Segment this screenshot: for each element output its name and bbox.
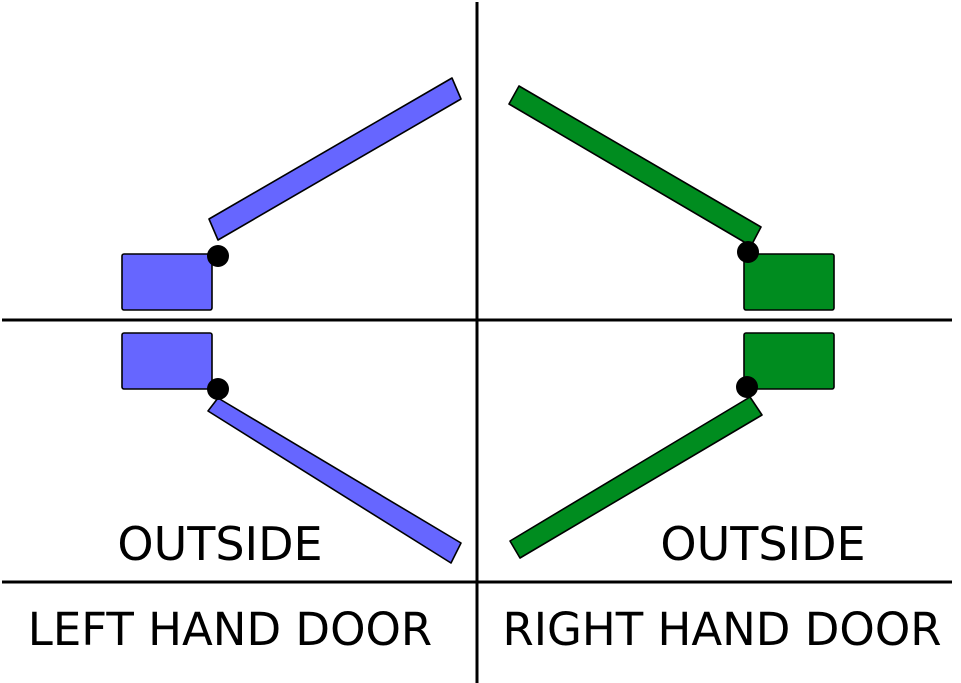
left-upper-door-leaf — [208, 77, 462, 241]
right-outside-label: OUTSIDE — [660, 517, 865, 571]
right-hand-door-caption: RIGHT HAND DOOR — [502, 603, 941, 656]
right-lower-door-group — [509, 332, 835, 559]
left-lower-door-leaf — [207, 397, 462, 564]
right-lower-frame-block — [743, 332, 835, 390]
left-outside-label: OUTSIDE — [117, 517, 322, 571]
right-upper-door-group — [508, 85, 835, 311]
left-hand-door-caption: LEFT HAND DOOR — [28, 603, 432, 656]
right-lower-hinge-point — [736, 376, 758, 398]
left-lower-hinge-point — [207, 378, 229, 400]
left-upper-door-group — [121, 77, 462, 311]
left-lower-door-group — [121, 332, 462, 564]
right-upper-door-leaf — [508, 85, 762, 247]
left-upper-frame-block — [121, 253, 213, 311]
right-upper-frame-block — [743, 253, 835, 311]
left-lower-frame-block — [121, 332, 213, 390]
left-upper-hinge-point — [207, 245, 229, 267]
right-lower-door-leaf — [509, 396, 763, 559]
right-upper-hinge-point — [737, 241, 759, 263]
